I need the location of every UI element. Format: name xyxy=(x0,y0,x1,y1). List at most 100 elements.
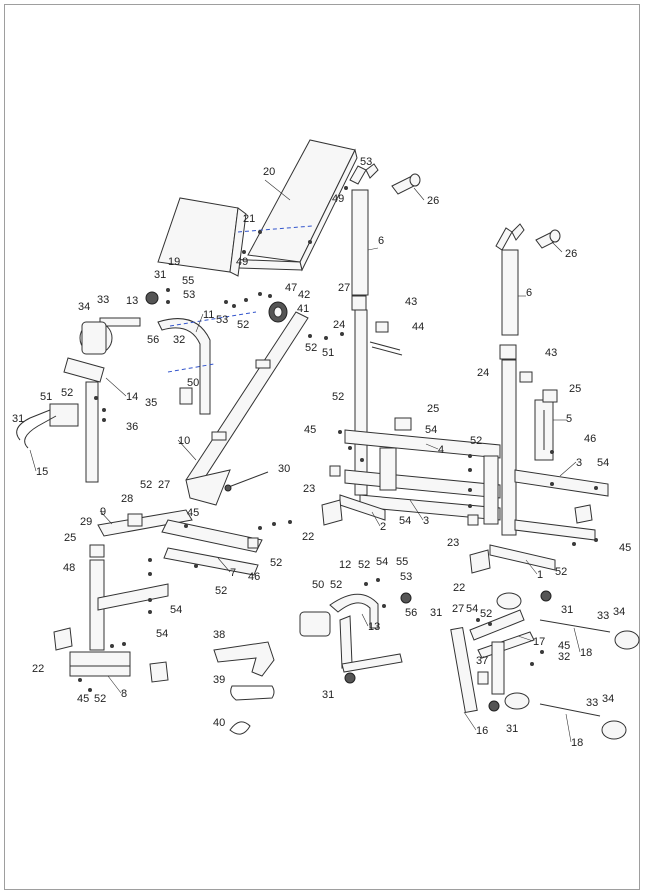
part-callout: 52 xyxy=(140,479,152,491)
part-callout: 30 xyxy=(278,463,290,475)
part-callout: 32 xyxy=(558,651,570,663)
part-callout: 52 xyxy=(94,693,106,705)
leg-lift-arm xyxy=(185,301,309,506)
part-callout: 8 xyxy=(121,688,127,700)
part-callout: 22 xyxy=(453,582,465,594)
part-callout: 3 xyxy=(576,457,582,469)
seat-pad xyxy=(157,197,247,277)
part-callout: 52 xyxy=(270,557,282,569)
part-callout: 31 xyxy=(561,604,573,616)
part-callout: 4 xyxy=(438,444,444,456)
part-callout: 53 xyxy=(400,571,412,583)
part-callout: 24 xyxy=(477,367,489,379)
part-callout: 13 xyxy=(126,295,138,307)
upright-left xyxy=(349,163,421,296)
part-callout: 22 xyxy=(302,531,314,543)
part-callout: 54 xyxy=(156,628,168,640)
part-callout: 33 xyxy=(597,610,609,622)
frame-caps xyxy=(321,321,593,574)
part-callout: 6 xyxy=(526,287,532,299)
leg-developer-arm xyxy=(299,592,412,684)
cable-39 xyxy=(230,685,275,701)
part-callout: 17 xyxy=(533,636,545,648)
carabiner-40 xyxy=(229,721,251,735)
part-callout: 25 xyxy=(64,532,76,544)
part-callout: 54 xyxy=(466,603,478,615)
part-callout: 47 xyxy=(285,282,297,294)
part-callout: 52 xyxy=(237,319,249,331)
part-callout: 31 xyxy=(506,723,518,735)
part-callout: 22 xyxy=(32,663,44,675)
part-callout: 44 xyxy=(412,321,424,333)
part-callout: 24 xyxy=(333,319,345,331)
backrest-pad xyxy=(199,139,358,272)
part-callout: 31 xyxy=(154,269,166,281)
curl-axle-line xyxy=(169,311,257,327)
part-callout: 25 xyxy=(569,383,581,395)
part-callout: 1 xyxy=(537,569,543,581)
part-callout: 51 xyxy=(40,391,52,403)
part-callout: 34 xyxy=(78,301,90,313)
part-callout: 54 xyxy=(425,424,437,436)
part-callout: 52 xyxy=(480,608,492,620)
part-callout: 48 xyxy=(63,562,75,574)
part-callout: 45 xyxy=(187,507,199,519)
part-callout: 40 xyxy=(213,717,225,729)
part-callout: 2 xyxy=(380,521,386,533)
preacher-curl-assembly xyxy=(16,291,211,483)
part-callout: 52 xyxy=(305,342,317,354)
part-callout: 7 xyxy=(230,567,236,579)
lat-attachment-38 xyxy=(213,641,275,677)
part-callout: 54 xyxy=(597,457,609,469)
part-callout: 32 xyxy=(173,334,185,346)
part-callout: 6 xyxy=(378,235,384,247)
part-callout: 20 xyxy=(263,166,275,178)
part-callout: 18 xyxy=(571,737,583,749)
part-callout: 53 xyxy=(216,314,228,326)
part-callout: 54 xyxy=(170,604,182,616)
part-callout: 52 xyxy=(330,579,342,591)
part-callout: 31 xyxy=(322,689,334,701)
part-callout: 46 xyxy=(584,433,596,445)
part-callout: 11 xyxy=(203,309,214,321)
part-callout: 45 xyxy=(558,640,570,652)
part-callout: 26 xyxy=(427,195,439,207)
part-callout: 52 xyxy=(470,435,482,447)
part-callout: 27 xyxy=(452,603,464,615)
part-callout: 33 xyxy=(586,697,598,709)
part-callout: 53 xyxy=(183,289,195,301)
part-callout: 34 xyxy=(613,606,625,618)
upright-right xyxy=(495,223,561,336)
part-callout: 54 xyxy=(399,515,411,527)
part-callout: 38 xyxy=(213,629,225,641)
part-callout: 16 xyxy=(476,725,488,737)
part-callout: 49 xyxy=(332,193,344,205)
part-callout: 18 xyxy=(580,647,592,659)
part-callout: 23 xyxy=(303,483,315,495)
part-callout: 53 xyxy=(360,156,372,168)
part-callout: 23 xyxy=(447,537,459,549)
part-callout: 21 xyxy=(243,213,255,225)
part-callout: 49 xyxy=(236,256,248,268)
part-callout: 26 xyxy=(565,248,577,260)
part-callout: 5 xyxy=(566,413,572,425)
seat-frame xyxy=(53,509,263,683)
part-callout: 13 xyxy=(368,621,380,633)
pad-fastener-line xyxy=(237,225,313,233)
leader-lines xyxy=(29,179,581,743)
part-callout: 45 xyxy=(304,424,316,436)
part-callout: 27 xyxy=(338,282,350,294)
part-callout: 51 xyxy=(322,347,334,359)
part-callout: 42 xyxy=(298,289,310,301)
part-callout: 31 xyxy=(12,413,24,425)
foot-roller-assembly xyxy=(450,590,640,740)
part-callout: 33 xyxy=(97,294,109,306)
part-callout: 55 xyxy=(182,275,194,287)
part-callout: 3 xyxy=(423,515,429,527)
part-callout: 43 xyxy=(405,296,417,308)
part-callout: 56 xyxy=(405,607,417,619)
part-callout: 12 xyxy=(339,559,351,571)
spring-clip-44 xyxy=(369,341,401,351)
